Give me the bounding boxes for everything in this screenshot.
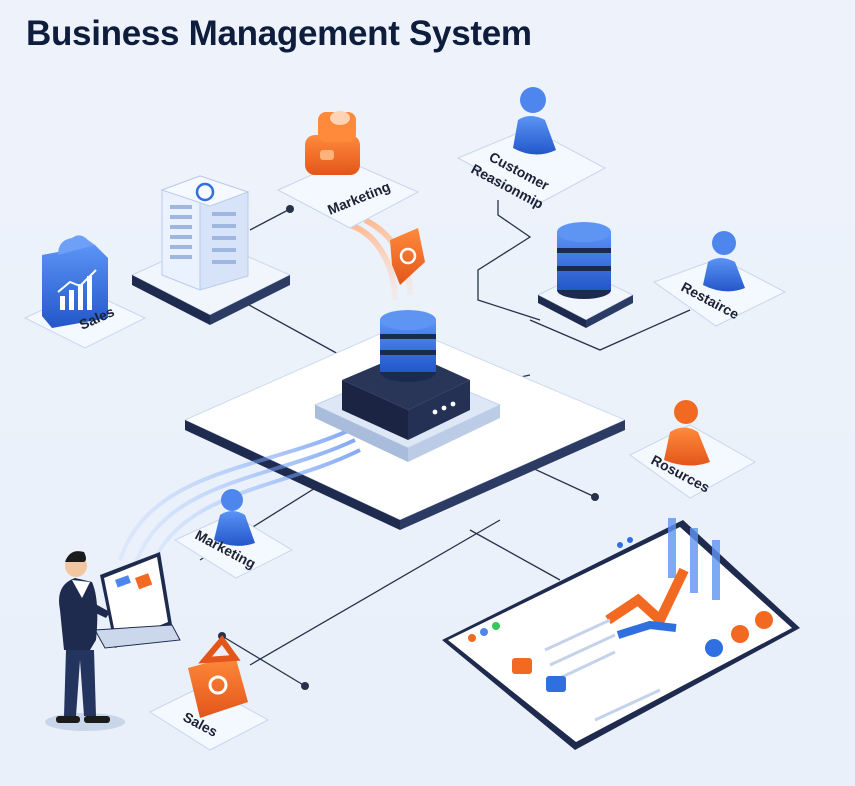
location-tag-icon (390, 228, 425, 285)
trend-arrow-icon (605, 567, 689, 639)
database-node-right (536, 222, 635, 328)
chart-icon (42, 235, 108, 328)
crm-node: Customer Reasionmip (456, 87, 607, 212)
database-icon (557, 222, 611, 299)
bar-chart-icon (668, 518, 720, 600)
central-server (313, 310, 502, 462)
sales-node-top: Sales (23, 235, 147, 349)
building-node (130, 175, 292, 325)
page-title: Business Management System (26, 14, 532, 53)
megaphone-icon (305, 111, 360, 175)
laptop-icon (94, 552, 181, 649)
briefcase-icon (188, 635, 248, 718)
office-building-icon (160, 175, 250, 291)
resources-node-right: Rosurces (629, 400, 757, 499)
database-icon (380, 310, 436, 382)
sales-node-bottom: Sales (148, 635, 270, 751)
user-icon (513, 87, 556, 155)
dashboard-tablet (442, 518, 800, 750)
user-icon (214, 489, 255, 546)
user-icon (664, 400, 710, 466)
person-with-laptop (45, 551, 181, 731)
resource-node-right: Restairce (652, 231, 787, 327)
user-icon (703, 231, 745, 292)
marketing-node-top: Marketing (276, 111, 420, 229)
